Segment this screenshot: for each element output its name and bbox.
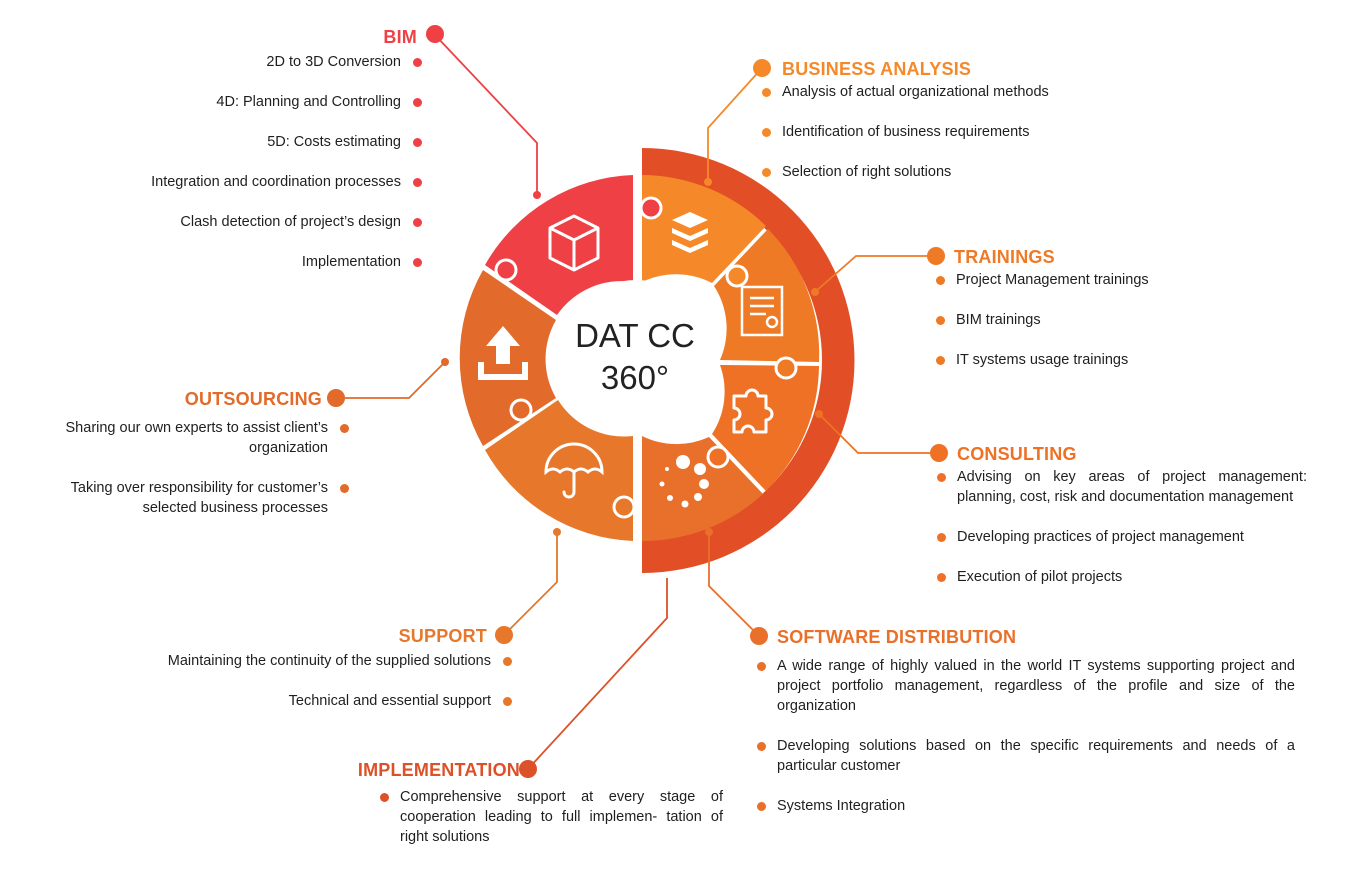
section-outsourcing-title: OUTSOURCING — [184, 389, 322, 409]
list-item: Integration and coordination processes — [100, 172, 425, 192]
list-item: 5D: Costs estimating — [100, 132, 425, 152]
puzzle-icon — [732, 388, 774, 434]
connector-implementation — [527, 578, 668, 770]
upload-icon — [478, 326, 528, 380]
section-support: SUPPORT Maintaining the continuity of th… — [100, 625, 515, 711]
section-bim-title: BIM — [383, 27, 417, 47]
section-implementation: IMPLEMENTATION — [330, 759, 520, 781]
loading-dots-icon — [659, 455, 709, 508]
list-item: Developing practices of project manageme… — [935, 527, 1307, 547]
outer-arc — [642, 148, 855, 573]
list-item: Maintaining the continuity of the suppli… — [100, 651, 515, 671]
cube-icon — [548, 214, 600, 272]
list-item: Technical and essential support — [100, 691, 515, 711]
list-item: 4D: Planning and Controlling — [100, 92, 425, 112]
segment-bim — [485, 175, 633, 315]
list-item: Advising on key areas of project managem… — [935, 467, 1307, 507]
list-item: Developing solutions based on the specif… — [755, 736, 1295, 776]
connector-software-distribution — [708, 532, 760, 637]
section-outsourcing: OUTSOURCING Sharing our own experts to a… — [30, 388, 352, 518]
center-label-line1: DAT CC — [575, 317, 695, 354]
connector-support — [503, 532, 558, 636]
center-label-line2: 360° — [600, 359, 670, 396]
list-item: 2D to 3D Conversion — [100, 52, 425, 72]
section-implementation-body: Comprehensive support at every stage of … — [378, 787, 723, 847]
section-support-title: SUPPORT — [398, 626, 487, 646]
umbrella-icon — [544, 442, 604, 499]
list-item: Identification of business requirements — [760, 122, 1200, 142]
list-item: Clash detection of project’s design — [100, 212, 425, 232]
section-software-distribution-items: A wide range of highly valued in the wor… — [755, 656, 1295, 816]
section-trainings-title: TRAININGS — [954, 247, 1055, 267]
list-item: BIM trainings — [934, 310, 1294, 330]
connector-business-analysis — [707, 67, 763, 182]
list-item: Systems Integration — [755, 796, 1295, 816]
list-item: Analysis of actual organizational method… — [760, 82, 1200, 102]
list-item: Project Management trainings — [934, 270, 1294, 290]
connector-consulting — [818, 413, 939, 454]
puzzle-knobs — [494, 196, 798, 519]
section-support-items: Maintaining the continuity of the suppli… — [100, 651, 515, 711]
section-implementation-items: Comprehensive support at every stage of … — [378, 787, 723, 847]
section-consulting: CONSULTING Advising on key areas of proj… — [935, 443, 1307, 587]
section-outsourcing-items: Sharing our own experts to assist client… — [30, 418, 352, 518]
list-item: Taking over responsibility for customer’… — [30, 478, 352, 518]
section-consulting-items: Advising on key areas of project managem… — [935, 467, 1307, 587]
list-item: Sharing our own experts to assist client… — [30, 418, 352, 458]
list-item: Implementation — [100, 252, 425, 272]
connector-trainings — [814, 255, 936, 293]
section-software-distribution: SOFTWARE DISTRIBUTION A wide range of hi… — [755, 626, 1295, 816]
layers-icon — [672, 212, 708, 253]
section-bim-items: 2D to 3D Conversion 4D: Planning and Cont… — [100, 52, 425, 272]
section-bim: BIM 2D to 3D Conversion 4D: Planning and … — [100, 26, 425, 272]
list-item: Comprehensive support at every stage of … — [378, 787, 723, 847]
section-business-analysis-items: Analysis of actual organizational method… — [760, 82, 1200, 182]
section-consulting-title: CONSULTING — [957, 444, 1077, 464]
list-item: IT systems usage trainings — [934, 350, 1294, 370]
section-business-analysis-title: BUSINESS ANALYSIS — [782, 59, 972, 79]
segment-trainings — [714, 229, 820, 362]
certificate-icon — [740, 285, 784, 337]
section-business-analysis: BUSINESS ANALYSIS Analysis of actual org… — [760, 58, 1200, 182]
section-implementation-title: IMPLEMENTATION — [357, 760, 520, 780]
list-item: Execution of pilot projects — [935, 567, 1307, 587]
center-disc — [558, 280, 714, 436]
section-software-distribution-title: SOFTWARE DISTRIBUTION — [777, 627, 1017, 647]
connectors — [327, 25, 948, 778]
connector-bim — [434, 34, 538, 195]
list-item: Selection of right solutions — [760, 162, 1200, 182]
center-label: DAT CC 360° — [560, 315, 710, 399]
list-item: A wide range of highly valued in the wor… — [755, 656, 1295, 716]
segment-business-analysis — [642, 175, 766, 283]
connector-outsourcing — [336, 361, 446, 399]
